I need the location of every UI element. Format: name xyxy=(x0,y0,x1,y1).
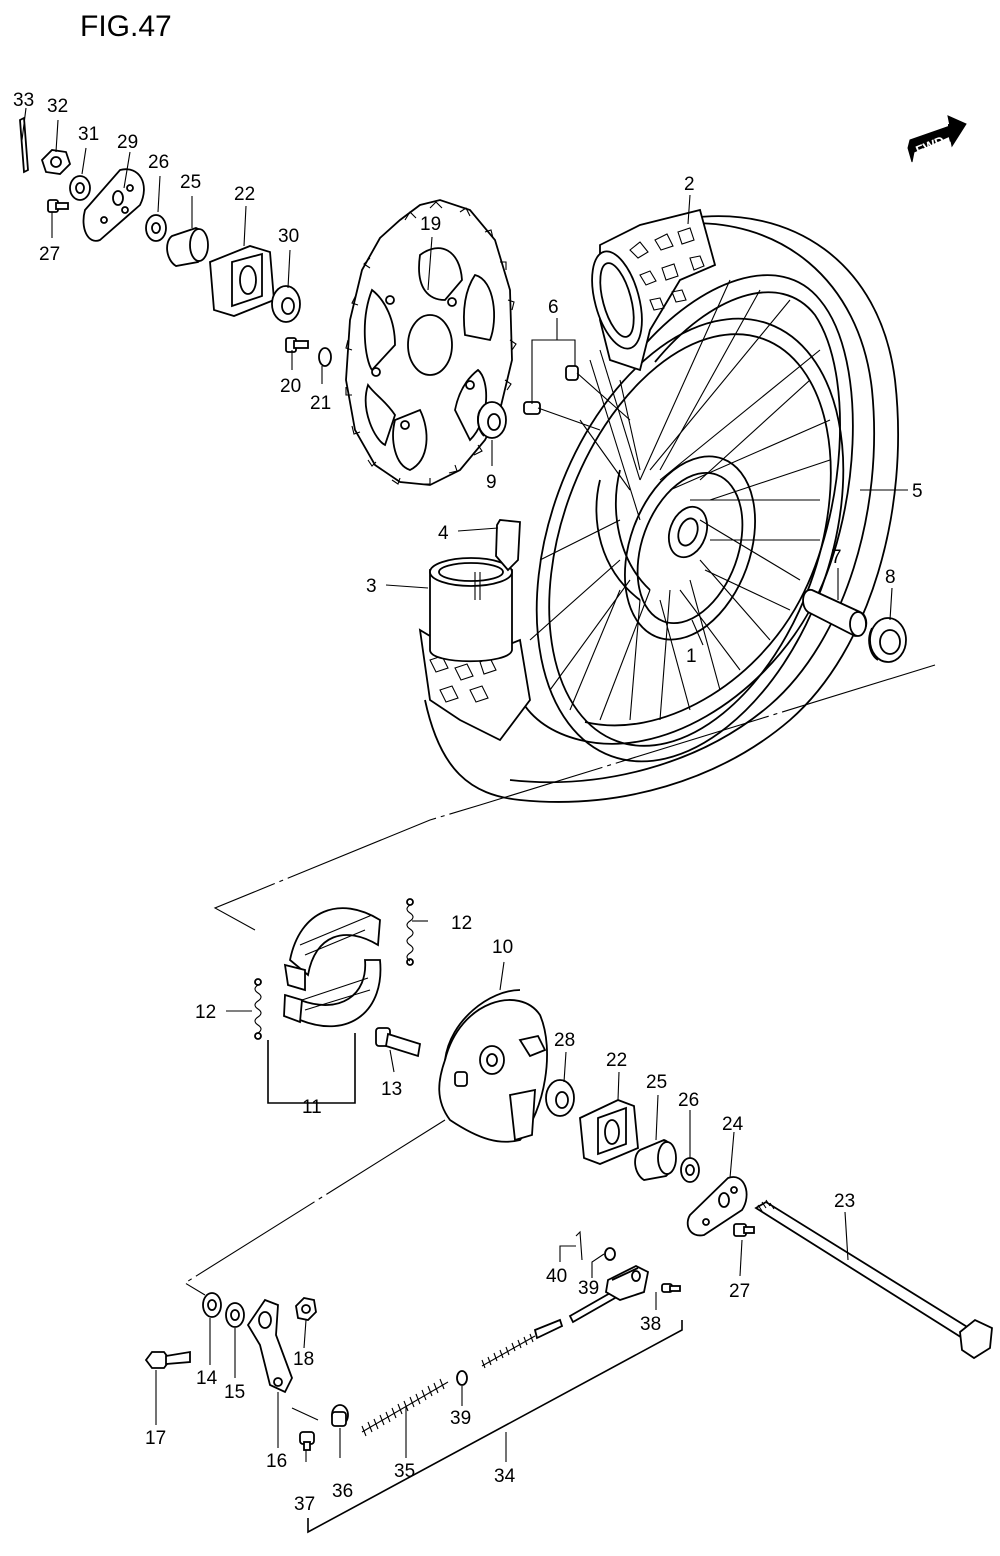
callout-34: 34 xyxy=(494,1466,516,1487)
spoke-set-drawing xyxy=(523,365,631,431)
callout-26: 26 xyxy=(148,152,169,173)
callout-12-upper: 12 xyxy=(451,913,472,934)
chain-adjuster-drawing-2 xyxy=(579,1099,639,1165)
callout-35: 35 xyxy=(394,1461,415,1482)
bearing-drawing xyxy=(477,401,507,439)
callout-33: 33 xyxy=(13,90,34,111)
brake-panel-drawing xyxy=(438,989,548,1143)
sprocket-drawing xyxy=(345,199,517,486)
brake-spring-drawing-2 xyxy=(254,978,262,1040)
collar-drawing xyxy=(166,227,209,267)
part-labels: 33 32 31 29 26 25 22 27 30 20 21 19 9 6 … xyxy=(13,90,923,1515)
bolt-drawing xyxy=(47,199,69,213)
callout-12-lower: 12 xyxy=(195,1002,216,1023)
spacer-drawing xyxy=(802,589,868,637)
callout-9: 9 xyxy=(486,472,497,493)
callout-27-lower: 27 xyxy=(729,1281,750,1302)
callout-26-lower: 26 xyxy=(678,1090,699,1111)
washer-drawing-6 xyxy=(456,1370,468,1386)
callout-8: 8 xyxy=(885,567,896,588)
callout-11: 11 xyxy=(302,1097,322,1118)
lock-washer-drawing xyxy=(318,347,332,367)
washer-drawing-5 xyxy=(225,1302,245,1328)
rod-pin-drawing xyxy=(661,1283,681,1293)
brake-cam-drawing xyxy=(375,1027,422,1058)
callout-18: 18 xyxy=(293,1349,314,1370)
callout-38: 38 xyxy=(640,1314,661,1335)
brake-spring-drawing xyxy=(406,898,414,966)
callout-14: 14 xyxy=(196,1368,218,1389)
brake-spring-drawing-3 xyxy=(361,1378,449,1437)
section-divider-lines xyxy=(183,664,936,1296)
callout-37: 37 xyxy=(294,1494,315,1515)
callout-36: 36 xyxy=(332,1481,353,1502)
callout-16: 16 xyxy=(266,1451,287,1472)
callout-17: 17 xyxy=(145,1428,166,1449)
nut-drawing xyxy=(295,1297,317,1321)
spacer-nut-drawing xyxy=(271,285,301,323)
washer-drawing-2 xyxy=(145,214,167,242)
axle-nut-drawing xyxy=(40,149,72,175)
callout-5: 5 xyxy=(912,481,923,502)
callout-19: 19 xyxy=(420,214,441,235)
callout-10: 10 xyxy=(492,937,513,958)
pin-drawing-2 xyxy=(575,1230,583,1261)
bolt-drawing-2 xyxy=(733,1223,755,1237)
brake-rod-drawing xyxy=(481,1264,650,1369)
callout-20: 20 xyxy=(280,376,301,397)
cotter-pin-drawing xyxy=(19,116,29,174)
callout-13: 13 xyxy=(381,1079,402,1100)
callout-3: 3 xyxy=(366,576,377,597)
callout-15: 15 xyxy=(224,1382,245,1403)
tube-drawing xyxy=(429,557,513,663)
callout-22: 22 xyxy=(234,184,255,205)
bracket-line-34 xyxy=(307,1320,683,1534)
callout-24: 24 xyxy=(722,1114,744,1135)
callout-7: 7 xyxy=(831,547,842,568)
callout-31: 31 xyxy=(78,124,99,145)
callout-4: 4 xyxy=(438,523,449,544)
leader-lines xyxy=(21,107,908,1462)
callout-32: 32 xyxy=(47,96,68,117)
forward-arrow-icon: FWD xyxy=(907,115,967,163)
callout-39-upper: 39 xyxy=(578,1278,599,1299)
callout-40: 40 xyxy=(546,1266,567,1287)
washer-drawing-4 xyxy=(202,1292,222,1318)
brake-rod-joint-drawing xyxy=(331,1404,349,1427)
callout-1: 1 xyxy=(686,646,697,667)
callout-25-lower: 25 xyxy=(646,1072,667,1093)
sprocket-bolt-drawing xyxy=(285,337,309,353)
callout-39-lower: 39 xyxy=(450,1408,471,1429)
washer-drawing xyxy=(69,175,91,201)
callout-28: 28 xyxy=(554,1030,575,1051)
washer-drawing-3 xyxy=(680,1157,700,1183)
callout-22-lower: 22 xyxy=(606,1050,627,1071)
bolt-drawing-3 xyxy=(144,1350,191,1369)
axle-drawing xyxy=(754,1199,993,1360)
callout-23: 23 xyxy=(834,1191,855,1212)
rim-band-drawing xyxy=(495,519,521,572)
callout-29: 29 xyxy=(117,132,138,153)
bearing-drawing-2 xyxy=(868,617,907,663)
callout-30: 30 xyxy=(278,226,299,247)
callout-2: 2 xyxy=(684,174,695,195)
callout-25: 25 xyxy=(180,172,201,193)
callout-21: 21 xyxy=(310,393,331,414)
brake-arm-drawing xyxy=(246,1298,293,1394)
collar-drawing-2 xyxy=(634,1139,677,1181)
callout-27: 27 xyxy=(39,244,60,265)
washer-drawing-7 xyxy=(604,1247,616,1261)
pin-drawing xyxy=(299,1431,315,1451)
figure-title: FIG.47 xyxy=(80,10,172,43)
chain-adjuster-plate-drawing xyxy=(82,168,145,242)
callout-6: 6 xyxy=(548,297,559,318)
chain-adjuster-drawing xyxy=(209,245,275,317)
brake-shoe-drawing xyxy=(283,907,382,1028)
chain-adjuster-plate-drawing-2 xyxy=(686,1176,748,1237)
bracket-line-11 xyxy=(267,1033,356,1104)
seal-drawing xyxy=(545,1079,575,1117)
